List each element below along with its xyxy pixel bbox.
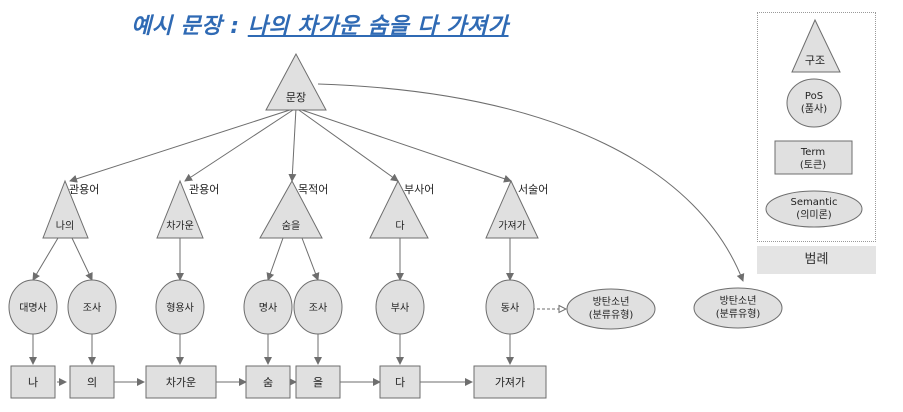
- edge-phrase1-pos1: [32, 237, 59, 281]
- edge-phrase3-pos5: [301, 237, 320, 281]
- edge-phrase3-pos4: [266, 237, 284, 281]
- phrase-node: 다 부사어: [369, 179, 434, 239]
- edge-root-semantic: [317, 83, 745, 282]
- phrase-node: 나의 관용어: [42, 179, 99, 239]
- phrase-label: 다: [395, 220, 404, 232]
- pos-node: 대명사: [8, 279, 58, 335]
- edges: [29, 83, 745, 386]
- pos-label: 부사: [391, 302, 409, 314]
- legend-semantic-line2: (의미론): [796, 209, 832, 221]
- page-title: 예시 문장 : 나의 차가운 숨을 다 가져가: [131, 8, 509, 40]
- title-prefix: 예시 문장 :: [131, 14, 248, 39]
- phrase-label: 숨을: [282, 220, 300, 232]
- pos-label: 명사: [259, 302, 277, 314]
- root-node: 문장: [265, 52, 327, 111]
- root-label: 문장: [286, 91, 306, 104]
- legend-pos-line1: PoS: [805, 91, 823, 102]
- legend-structure: 구조: [791, 18, 841, 73]
- pos-label: 형용사: [166, 302, 194, 314]
- pos-node: 형용사: [155, 279, 205, 335]
- edge-root-phrase-1: [69, 107, 297, 183]
- legend-semantic-line1: Semantic: [791, 197, 838, 208]
- phrase-role: 부사어: [404, 183, 434, 196]
- phrase-node: 차가운 관용어: [156, 179, 219, 239]
- legend-term-line1: Term: [800, 147, 825, 158]
- pos-node: 명사: [243, 279, 293, 335]
- semantic-line1: 방탄소년: [593, 296, 630, 308]
- pos-node: 동사: [485, 279, 535, 335]
- token-label: 가져가: [495, 376, 525, 389]
- edge-root-phrase-3: [288, 107, 297, 182]
- legend-caption: 범례: [757, 246, 876, 274]
- pos-node: 부사: [375, 279, 425, 335]
- phrase-node: 가져가 서술어: [485, 179, 548, 239]
- legend-term-line2: (토큰): [800, 159, 826, 171]
- token-node: 가져가: [473, 365, 547, 399]
- edge-root-phrase-4: [295, 107, 399, 182]
- token-node: 숨: [245, 365, 291, 399]
- token-node: 다: [379, 365, 421, 399]
- token-node: 의: [69, 365, 115, 399]
- pos-label: 대명사: [19, 302, 47, 314]
- pos-label: 조사: [83, 302, 101, 314]
- semantic-line1: 방탄소년: [720, 295, 757, 307]
- phrase-label: 차가운: [166, 220, 194, 232]
- pos-label: 동사: [501, 302, 519, 314]
- token-node: 차가운: [145, 365, 217, 399]
- pos-node: 조사: [293, 279, 343, 335]
- edge-root-phrase-2: [184, 107, 297, 182]
- pos-node: 조사: [67, 279, 117, 335]
- legend-pos-line2: (품사): [801, 103, 827, 115]
- phrase-role: 목적어: [298, 183, 328, 196]
- phrase-role: 관용어: [69, 183, 99, 196]
- token-label: 의: [87, 376, 97, 389]
- token-label: 차가운: [166, 376, 196, 389]
- semantic-node: 방탄소년 (분류유형): [566, 288, 656, 330]
- token-label: 을: [313, 376, 323, 389]
- legend-term: Term (토큰): [774, 140, 853, 175]
- phrase-node: 숨을 목적어: [259, 179, 328, 239]
- semantic-line2: (분류유형): [589, 309, 634, 321]
- token-label: 숨: [263, 376, 273, 389]
- token-node: 나: [10, 365, 56, 399]
- legend-pos: PoS (품사): [786, 78, 842, 128]
- token-label: 다: [395, 376, 405, 389]
- edge-phrase1-pos2: [71, 237, 93, 281]
- phrase-label: 가져가: [498, 220, 526, 232]
- legend-semantic: Semantic (의미론): [765, 190, 863, 228]
- phrase-role: 관용어: [189, 183, 219, 196]
- semantic-node: 방탄소년 (분류유형): [693, 287, 783, 329]
- phrase-role: 서술어: [518, 183, 548, 196]
- semantic-line2: (분류유형): [716, 308, 761, 320]
- token-label: 나: [28, 376, 38, 389]
- token-node: 을: [295, 365, 341, 399]
- title-sentence: 나의 차가운 숨을 다 가져가: [247, 14, 509, 39]
- legend-structure-label: 구조: [805, 54, 825, 67]
- pos-label: 조사: [309, 302, 327, 314]
- edge-root-phrase-5: [295, 107, 512, 183]
- phrase-label: 나의: [56, 220, 74, 232]
